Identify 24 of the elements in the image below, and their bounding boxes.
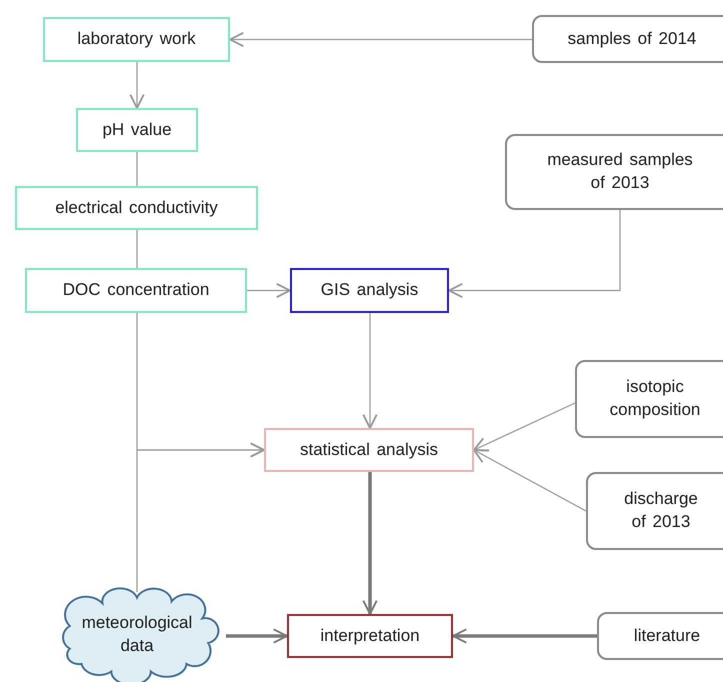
arrow (473, 449, 586, 512)
process-box: pH value (76, 108, 198, 152)
process-box: electrical conductivity (15, 186, 258, 230)
arrow (226, 628, 288, 644)
arrow (129, 62, 145, 109)
arrow (247, 282, 291, 298)
input-box: discharge of 2013 (586, 472, 723, 550)
process-box: laboratory work (43, 17, 230, 62)
node-text: meteorological data (80, 612, 194, 657)
input-box: measured samples of 2013 (505, 134, 723, 210)
arrow (362, 313, 378, 429)
arrow (473, 402, 576, 452)
process-box: interpretation (287, 614, 453, 658)
arrow (452, 628, 597, 644)
process-box: DOC concentration (25, 268, 247, 313)
process-box: statistical analysis (264, 428, 474, 472)
input-box: literature (597, 612, 723, 660)
input-box: samples of 2014 (532, 15, 723, 63)
arrow (362, 472, 378, 615)
arrow (136, 442, 265, 592)
process-box: GIS analysis (290, 268, 449, 313)
input-box: isotopic composition (575, 360, 723, 438)
arrow (448, 210, 621, 298)
arrow (229, 32, 532, 48)
